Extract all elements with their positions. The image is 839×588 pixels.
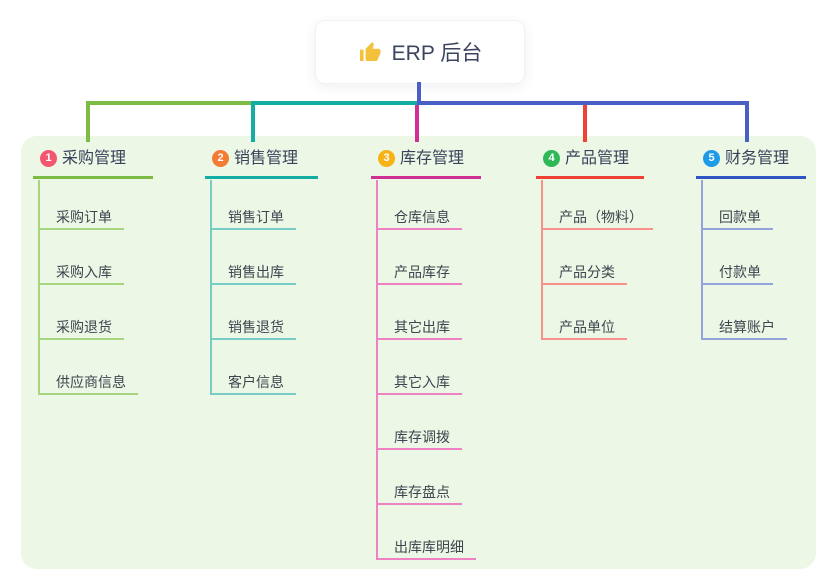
branch-drop-line (86, 101, 90, 142)
branch-head-underline (696, 176, 806, 179)
trunk-arm-left-green (86, 101, 255, 105)
subitem-underline (541, 338, 627, 340)
branch-head-underline (536, 176, 644, 179)
branch-sub-rail (701, 180, 703, 340)
subitem-underline (541, 283, 627, 285)
subitem-label[interactable]: 供应商信息 (56, 374, 126, 390)
branch-head-label[interactable]: 销售管理 (234, 150, 299, 167)
subitem-label[interactable]: 出库库明细 (394, 539, 464, 555)
branch-head-underline (371, 176, 481, 179)
branch-head-label[interactable]: 产品管理 (565, 150, 630, 167)
subitem-underline (38, 338, 124, 340)
subitem-label[interactable]: 付款单 (719, 264, 761, 280)
branch-head-underline (33, 176, 153, 179)
subitem-label[interactable]: 其它入库 (394, 374, 450, 390)
subitem-underline (210, 283, 296, 285)
trunk-arm-left-teal (251, 101, 421, 105)
subitem-underline (38, 393, 138, 395)
branch-sub-rail (38, 180, 40, 395)
subitem-label[interactable]: 库存调拨 (394, 429, 450, 445)
branch-sub-rail (376, 180, 378, 560)
subitem-label[interactable]: 产品分类 (559, 264, 615, 280)
subitem-label[interactable]: 产品单位 (559, 319, 615, 335)
branch-drop-line (583, 105, 587, 142)
subitem-label[interactable]: 客户信息 (228, 374, 284, 390)
subitem-underline (701, 228, 773, 230)
branch-head-underline (205, 176, 318, 179)
subitem-label[interactable]: 库存盘点 (394, 484, 450, 500)
subitem-label[interactable]: 仓库信息 (394, 209, 450, 225)
subitem-underline (210, 393, 296, 395)
subitem-label[interactable]: 产品库存 (394, 264, 450, 280)
subitem-label[interactable]: 采购订单 (56, 209, 112, 225)
branch-drop-line (415, 105, 419, 142)
subitem-label[interactable]: 回款单 (719, 209, 761, 225)
subitem-underline (701, 338, 787, 340)
branch-drop-line (745, 101, 749, 142)
branch-badge: 5 (703, 150, 720, 167)
subitem-label[interactable]: 销售出库 (228, 264, 284, 280)
root-node-label: ERP 后台 (391, 42, 483, 65)
subitem-label[interactable]: 结算账户 (719, 319, 775, 335)
branch-badge: 3 (378, 150, 395, 167)
branches-panel (21, 136, 816, 569)
branch-badge: 2 (212, 150, 229, 167)
branch-head-label[interactable]: 库存管理 (400, 150, 465, 167)
branch-head-label[interactable]: 财务管理 (725, 150, 790, 167)
branch-head-label[interactable]: 采购管理 (62, 150, 127, 167)
subitem-underline (38, 228, 124, 230)
subitem-underline (38, 283, 124, 285)
subitem-label[interactable]: 产品（物料） (559, 209, 643, 225)
subitem-label[interactable]: 销售退货 (228, 319, 284, 335)
subitem-underline (376, 448, 462, 450)
subitem-underline (701, 283, 773, 285)
subitem-underline (376, 338, 462, 340)
thumbs-up-icon (358, 40, 382, 64)
root-node[interactable]: ERP 后台 (315, 20, 525, 84)
subitem-underline (210, 228, 296, 230)
root-stem-line (417, 82, 421, 105)
subitem-underline (210, 338, 296, 340)
subitem-label[interactable]: 采购入库 (56, 264, 112, 280)
branch-sub-rail (210, 180, 212, 395)
subitem-underline (376, 228, 462, 230)
subitem-underline (376, 503, 462, 505)
subitem-underline (541, 228, 653, 230)
subitem-label[interactable]: 其它出库 (394, 319, 450, 335)
trunk-arm-right-blue (419, 101, 749, 105)
subitem-label[interactable]: 销售订单 (228, 209, 284, 225)
branch-drop-line (251, 101, 255, 142)
subitem-underline (376, 283, 462, 285)
subitem-underline (376, 558, 476, 560)
subitem-underline (376, 393, 462, 395)
branch-badge: 4 (543, 150, 560, 167)
branch-sub-rail (541, 180, 543, 340)
subitem-label[interactable]: 采购退货 (56, 319, 112, 335)
branch-badge: 1 (40, 150, 57, 167)
